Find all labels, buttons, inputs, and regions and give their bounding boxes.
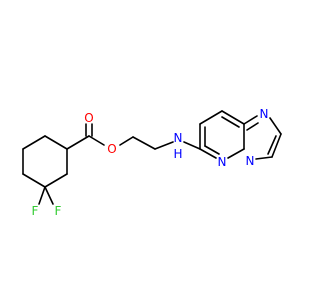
ester-oxygen-label: O bbox=[107, 142, 116, 156]
cyclohexane-ring bbox=[22, 135, 68, 188]
bridgehead-nitrogen-label: N bbox=[246, 154, 255, 168]
fluorine-label-1: F bbox=[32, 204, 39, 218]
pyridazine-ring bbox=[199, 110, 245, 159]
imidazole-ring bbox=[243, 115, 282, 160]
fluorine-label-2: F bbox=[55, 204, 62, 218]
molecule-structure-diagram: O O N H N N N F F bbox=[22, 107, 282, 218]
difluoro-bonds bbox=[38, 186, 54, 205]
amine-nitrogen-label: N bbox=[174, 131, 183, 145]
pyridazine-nitrogen-label: N bbox=[218, 155, 227, 169]
ester-bonds bbox=[66, 123, 105, 150]
propyl-chain-bonds bbox=[119, 136, 201, 150]
amine-hydrogen-label: H bbox=[173, 147, 182, 161]
carbonyl-oxygen-label: O bbox=[84, 111, 93, 125]
imidazole-nitrogen-label: N bbox=[260, 107, 269, 121]
